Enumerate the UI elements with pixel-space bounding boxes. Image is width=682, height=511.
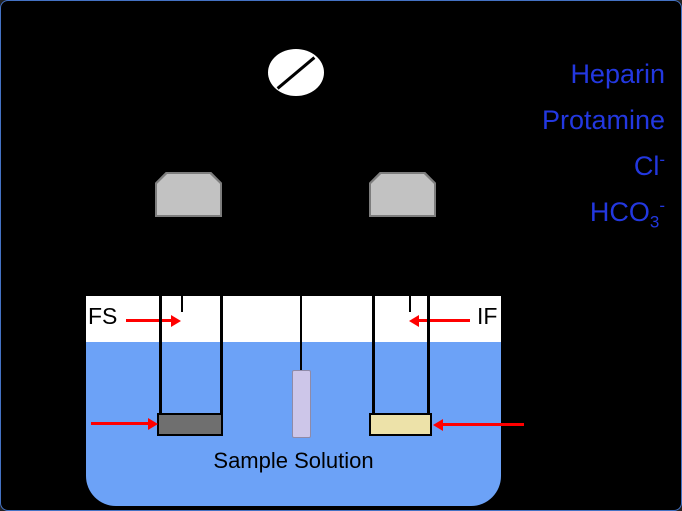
label-bicarbonate: HCO3- xyxy=(542,189,665,235)
electrode-membrane-right xyxy=(369,413,432,436)
meter-slash-icon xyxy=(276,55,316,90)
right-membrane-arrow-icon xyxy=(433,419,524,431)
chloride-charge: - xyxy=(659,150,665,169)
label-fs: FS xyxy=(88,303,118,329)
bicarbonate-subscript: 3 xyxy=(649,212,660,232)
electrode-body-left xyxy=(159,296,223,418)
label-heparin: Heparin xyxy=(570,59,665,89)
if-arrow-icon xyxy=(409,315,470,327)
electrode-holder-left-face xyxy=(157,174,220,215)
electrode-body-right xyxy=(372,296,430,418)
fs-arrow-icon xyxy=(126,315,181,327)
label-if: IF xyxy=(477,303,498,329)
label-chloride: Cl- xyxy=(542,143,665,189)
electrode-holder-right-face xyxy=(371,174,434,215)
chloride-base: Cl xyxy=(633,151,660,181)
bicarbonate-base: HCO xyxy=(589,197,650,227)
electrode-membrane-left xyxy=(157,413,223,436)
label-protamine: Protamine xyxy=(541,105,665,135)
inner-wire-right xyxy=(409,296,411,312)
reference-electrode-wire xyxy=(300,296,302,373)
left-membrane-arrow-icon xyxy=(91,418,158,430)
bicarbonate-charge: - xyxy=(659,196,665,215)
electrode-holder-right xyxy=(369,172,436,217)
reference-electrode-rod xyxy=(292,370,311,438)
electrode-holder-left xyxy=(155,172,222,217)
ion-labels: Heparin Protamine Cl- HCO3- xyxy=(542,51,665,235)
inner-wire-left xyxy=(181,296,183,312)
container-rim-band: FS IF xyxy=(86,296,501,342)
meter-circle-icon xyxy=(268,49,324,96)
sample-solution-label: Sample Solution xyxy=(213,448,374,473)
